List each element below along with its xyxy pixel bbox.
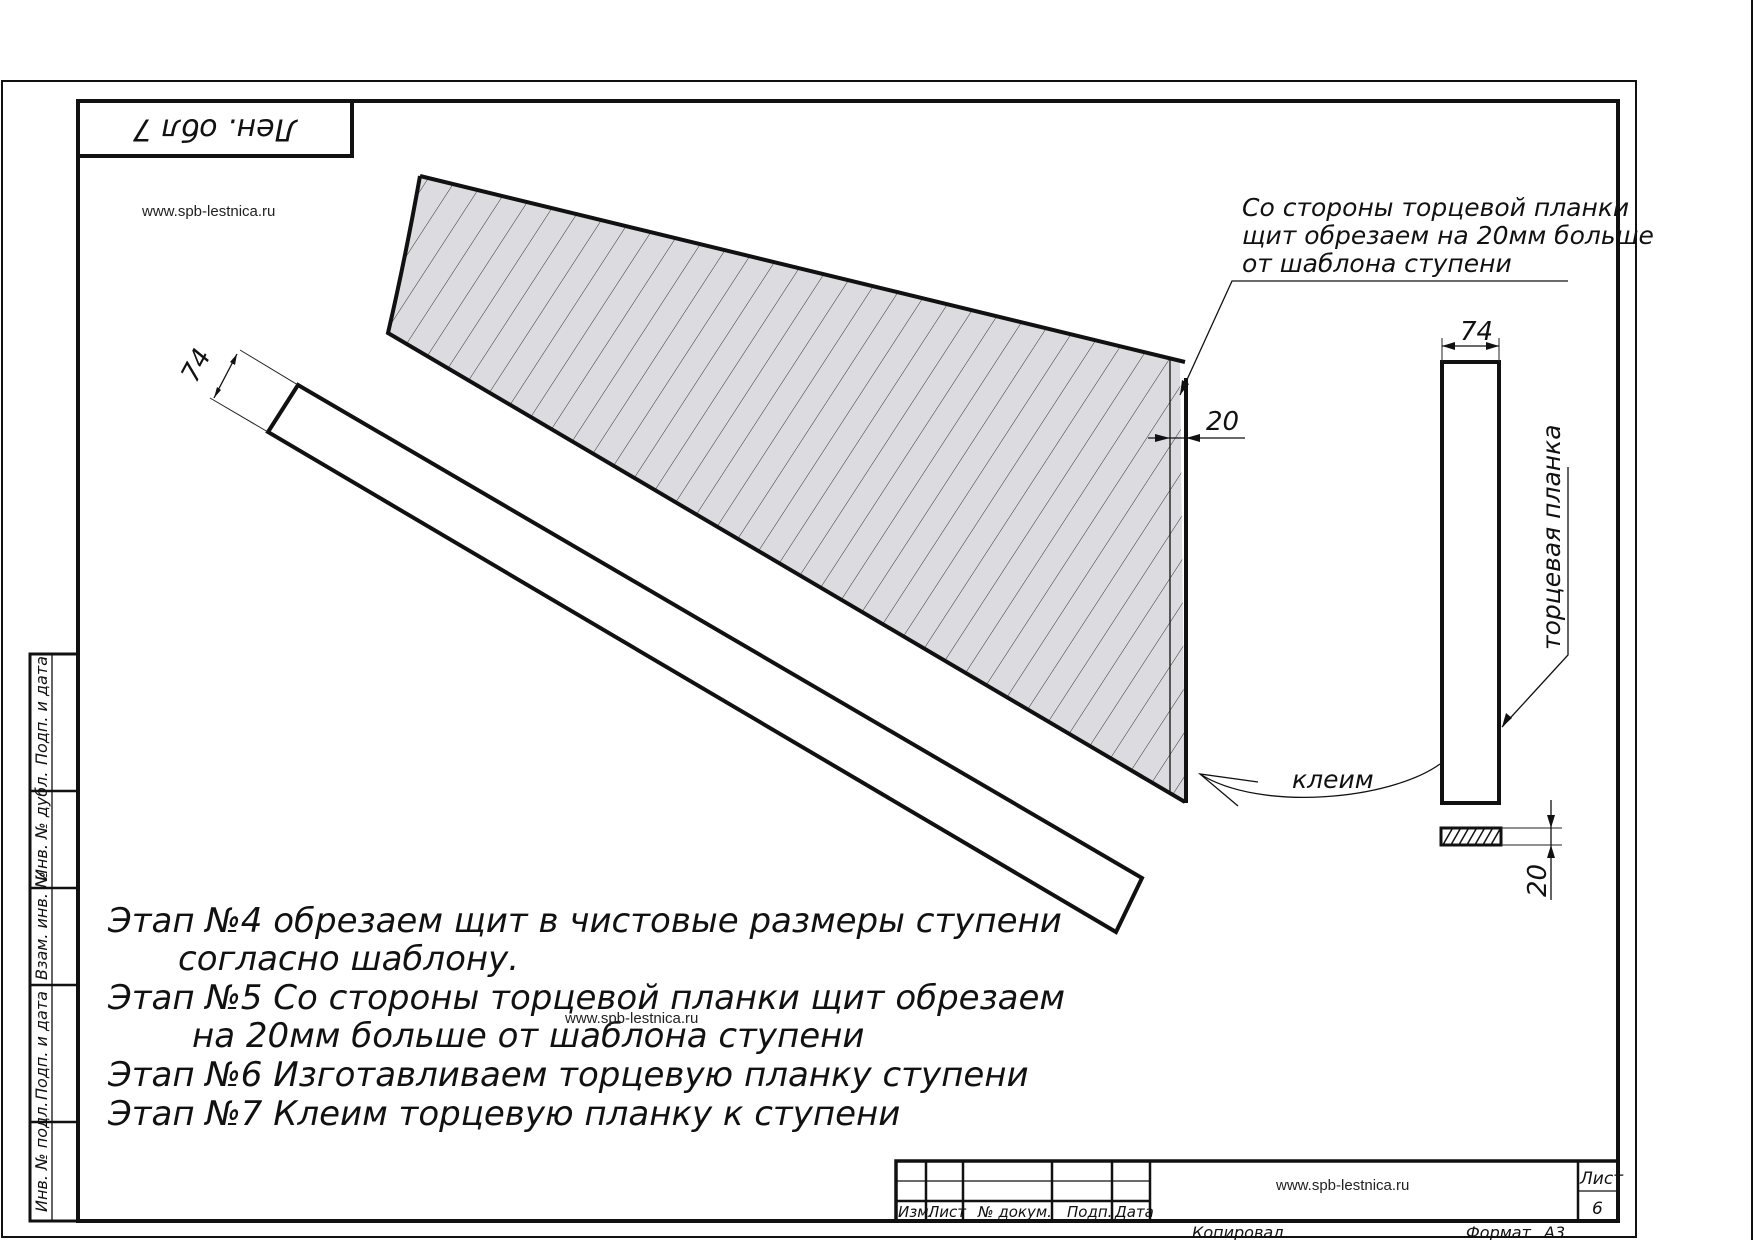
tb-site: www.spb-lestnica.ru <box>1275 1177 1409 1194</box>
tb-col-doc: № докум. <box>977 1203 1052 1221</box>
tb-sheet-number: 6 <box>1592 1199 1603 1219</box>
callout-note: Со стороны торцевой планки щит обрезаем … <box>1179 193 1654 396</box>
watermark-top: www.spb-lestnica.ru <box>141 203 275 220</box>
step-line-1: Этап №4 обрезаем щит в чистовые размеры … <box>107 901 1062 941</box>
dim-plank-width-right: 74 <box>1460 317 1493 347</box>
tb-col-list: Лист <box>927 1203 967 1221</box>
side-cell-4: Подп. и дата <box>32 991 51 1100</box>
step-line-5: Этап №6 Изготавливаем торцевую планку ст… <box>107 1055 1029 1095</box>
tb-col-date: Дата <box>1114 1203 1154 1221</box>
rotated-stamp: Лен. обл 7 <box>76 99 354 158</box>
tb-format-label: Формат <box>1466 1223 1532 1240</box>
tread-board <box>385 174 1188 804</box>
side-strip: Подп. и дата Инв. № дубл. Взам. инв. № П… <box>28 652 80 1223</box>
end-plank: 74 торцевая планка <box>1440 317 1569 805</box>
side-cell-1: Подп. и дата <box>32 656 51 765</box>
dim-plank-width-left: 74 <box>176 344 218 387</box>
callout-line2: щит обрезаем на 20мм больше <box>1242 221 1654 250</box>
left-plank: 74 <box>176 344 1145 935</box>
steps-notes: Этап №4 обрезаем щит в чистовые размеры … <box>107 901 1065 1134</box>
tb-col-izm: Изм. <box>898 1203 933 1221</box>
tb-format-value: А3 <box>1543 1223 1565 1240</box>
tb-col-sign: Подп. <box>1067 1203 1112 1221</box>
side-cell-2: Инв. № дубл. <box>32 772 51 881</box>
rotated-stamp-text: Лен. обл 7 <box>133 112 298 147</box>
end-plank-section: 20 <box>1439 800 1562 900</box>
side-cell-5: Инв. № подл. <box>32 1102 51 1212</box>
callout-line3: от шаблона ступени <box>1242 249 1512 278</box>
side-cell-3: Взам. инв. № <box>32 871 51 980</box>
step-line-4: на 20мм больше от шаблона ступени <box>192 1016 864 1056</box>
watermark-mid: www.spb-lestnica.ru <box>564 1010 698 1027</box>
step-line-2: согласно шаблону. <box>178 939 519 979</box>
tb-copied: Копировал <box>1192 1223 1283 1240</box>
glue-arrow: клеим <box>1197 763 1441 807</box>
callout-line1: Со стороны торцевой планки <box>1242 193 1629 222</box>
dim-cut-offset-text: 20 <box>1206 407 1239 437</box>
step-line-6: Этап №7 Клеим торцевую планку к ступени <box>107 1094 900 1134</box>
sheet-outer-border <box>1 80 1637 1238</box>
title-block: Изм. Лист № докум. Подп. Дата www.spb-le… <box>894 1159 1624 1240</box>
glue-label: клеим <box>1292 765 1374 794</box>
dim-plank-thickness: 20 <box>1523 864 1553 897</box>
tb-sheet-label: Лист <box>1579 1169 1624 1189</box>
dim-cut-offset: 20 <box>1148 407 1245 442</box>
end-plank-label: торцевая планка <box>1537 424 1566 650</box>
step-line-3: Этап №5 Со стороны торцевой планки щит о… <box>107 978 1065 1018</box>
